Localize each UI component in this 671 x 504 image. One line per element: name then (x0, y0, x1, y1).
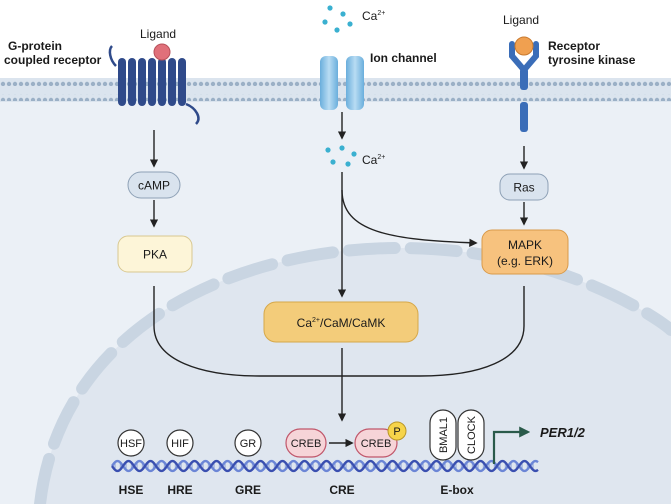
ras-label: Ras (513, 181, 534, 195)
calcium-ions-outside (322, 5, 353, 33)
ligand-label-right: Ligand (503, 13, 539, 27)
rtk-title-line1: Receptor (548, 39, 600, 53)
mapk-node: MAPK (e.g. ERK) (481, 229, 569, 275)
hsf-protein: HSF (117, 429, 145, 457)
creb-protein: CREB (285, 428, 327, 458)
camp-label: cAMP (138, 179, 170, 193)
bmal1-label: BMAL1 (438, 417, 450, 453)
creb-label: CREB (291, 438, 322, 450)
gpcr-title-line1: G-protein (8, 39, 62, 53)
calcium-label-outside: Ca2+ (362, 9, 385, 23)
pka-label: PKA (143, 248, 167, 262)
hif-label: HIF (171, 438, 189, 450)
camp-node: cAMP (127, 171, 181, 199)
gre-label: GRE (235, 483, 261, 497)
phosphate-label: P (393, 426, 400, 438)
creb-phospho-protein: CREB (354, 428, 398, 458)
rtk-title-line2: tyrosine kinase (548, 53, 636, 67)
hif-protein: HIF (166, 429, 194, 457)
gr-protein: GR (234, 429, 262, 457)
rtk-receptor (509, 41, 539, 132)
creb-phospho-label: CREB (361, 438, 392, 450)
calcium-label-inside: Ca2+ (362, 153, 385, 167)
bmal1-protein: BMAL1 (429, 409, 457, 461)
transcription-start-arrow (492, 426, 531, 464)
dna-strand-a (111, 459, 539, 473)
gpcr-receptor (108, 45, 200, 125)
rtk-ligand (514, 36, 534, 56)
camk-node: Ca2+/CaM/CaMK (263, 301, 419, 343)
mapk-sublabel: (e.g. ERK) (497, 254, 553, 268)
pathway-arrows (149, 112, 529, 422)
mapk-label: MAPK (508, 238, 542, 252)
ligand-label-left: Ligand (140, 27, 176, 41)
ras-node: Ras (499, 173, 549, 201)
gpcr-ligand (153, 43, 171, 61)
gene-label: PER1/2 (540, 425, 586, 440)
ion-channel (320, 56, 364, 110)
ebox-label: E-box (440, 483, 474, 497)
gpcr-title-line2: coupled receptor (4, 53, 102, 67)
hsf-label: HSF (120, 438, 142, 450)
pka-node: PKA (117, 235, 193, 273)
dna-strand-b (111, 459, 539, 473)
gr-label: GR (240, 438, 257, 450)
hse-label: HSE (119, 483, 144, 497)
phosphate-badge: P (387, 421, 407, 441)
ion-channel-label: Ion channel (370, 51, 437, 65)
cre-label: CRE (329, 483, 354, 497)
clock-label: CLOCK (466, 415, 478, 454)
calcium-ions-inside (325, 145, 357, 167)
camk-label: Ca2+/CaM/CaMK (297, 316, 386, 330)
clock-protein: CLOCK (457, 409, 485, 461)
hre-label: HRE (167, 483, 192, 497)
